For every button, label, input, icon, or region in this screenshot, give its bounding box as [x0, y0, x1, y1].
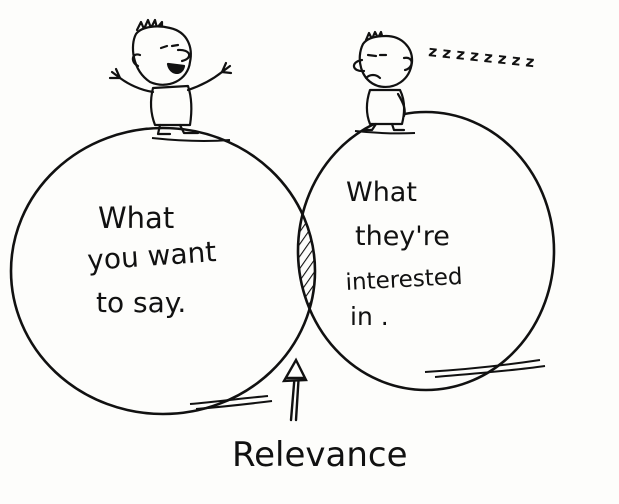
right-set-line-2: they're	[355, 221, 450, 252]
excited-man-icon	[108, 18, 233, 136]
ground-shadow-lines	[151, 130, 546, 410]
right-set-line-1: What	[346, 177, 417, 208]
left-set-line-1: What	[98, 201, 174, 235]
relevance-label: Relevance	[232, 435, 408, 475]
right-set-line-4: in .	[350, 302, 389, 331]
up-arrow-icon	[281, 357, 308, 422]
right-set-circle	[296, 110, 556, 392]
left-set-line-2: you want	[86, 235, 217, 277]
right-set-label: What they're interested in .	[345, 177, 463, 331]
left-set-line-3: to say.	[96, 286, 186, 319]
bored-man-icon	[352, 30, 414, 132]
sleep-z-text: z z z z z z z z	[428, 42, 536, 71]
left-set-label: What you want to say.	[86, 201, 217, 319]
left-set-circle	[9, 126, 317, 416]
right-set-line-3: interested	[345, 264, 463, 296]
